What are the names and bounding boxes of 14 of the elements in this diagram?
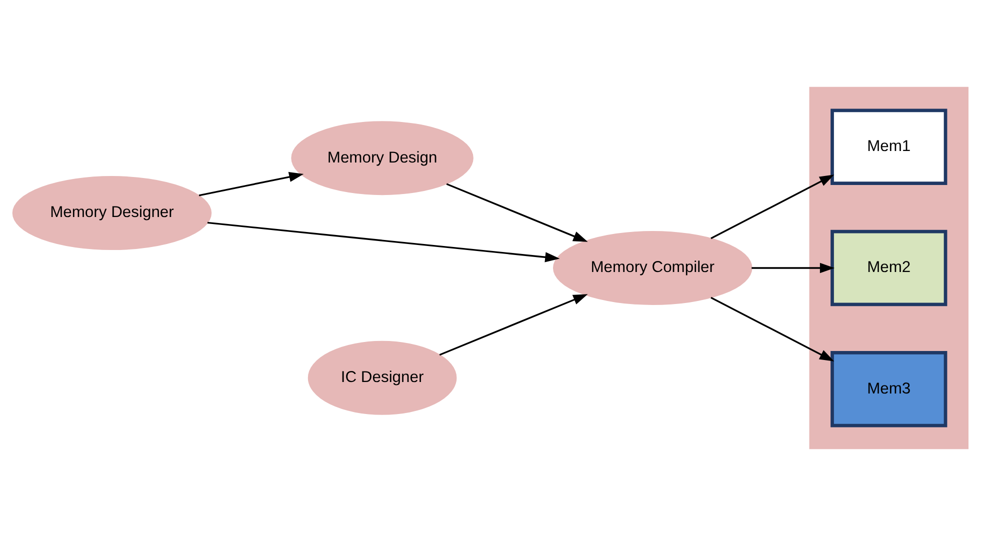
arrow (752, 262, 835, 274)
arrow (439, 294, 588, 356)
node-box: Mem3 (830, 350, 948, 428)
arrow (446, 183, 588, 242)
node-box: Mem2 (830, 230, 948, 306)
arrow (207, 222, 560, 262)
node-ellipse: IC Designer (308, 340, 457, 415)
node-ellipse: Memory Designer (12, 176, 212, 250)
arrow (710, 174, 834, 240)
node-box: Mem1 (830, 108, 948, 186)
node-ellipse: Memory Design (291, 121, 474, 196)
arrow (198, 172, 304, 196)
arrow (710, 296, 834, 362)
cluster (809, 86, 968, 450)
